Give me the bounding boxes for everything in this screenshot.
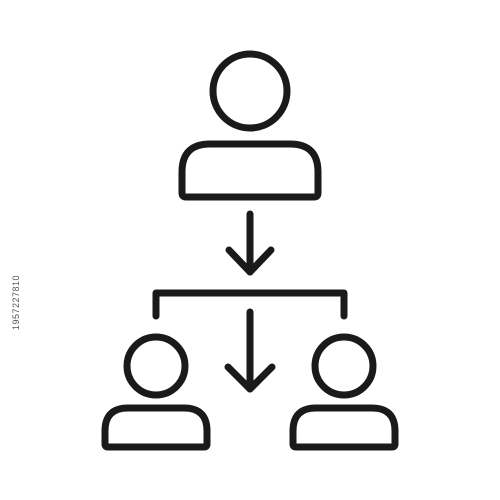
top-person-body [178, 140, 322, 201]
branch-bracket [152, 289, 348, 320]
upper-arrow-head [225, 246, 275, 276]
bottom-right-person-head [311, 333, 377, 399]
stock-watermark: 1957227810 [0, 0, 21, 500]
bottom-left-person-head [123, 333, 189, 399]
bottom-left-person-body [101, 404, 211, 451]
lower-arrow-head [224, 363, 276, 393]
upper-arrow-down-icon [225, 210, 275, 276]
lower-arrow-down-icon [224, 308, 276, 393]
top-person-icon [178, 50, 322, 201]
bottom-left-person-icon [101, 333, 211, 451]
top-person-head [209, 50, 291, 132]
stock-id-label: 1957227810 [11, 274, 21, 330]
bottom-right-person-icon [289, 333, 399, 451]
bottom-right-person-body [289, 404, 399, 451]
